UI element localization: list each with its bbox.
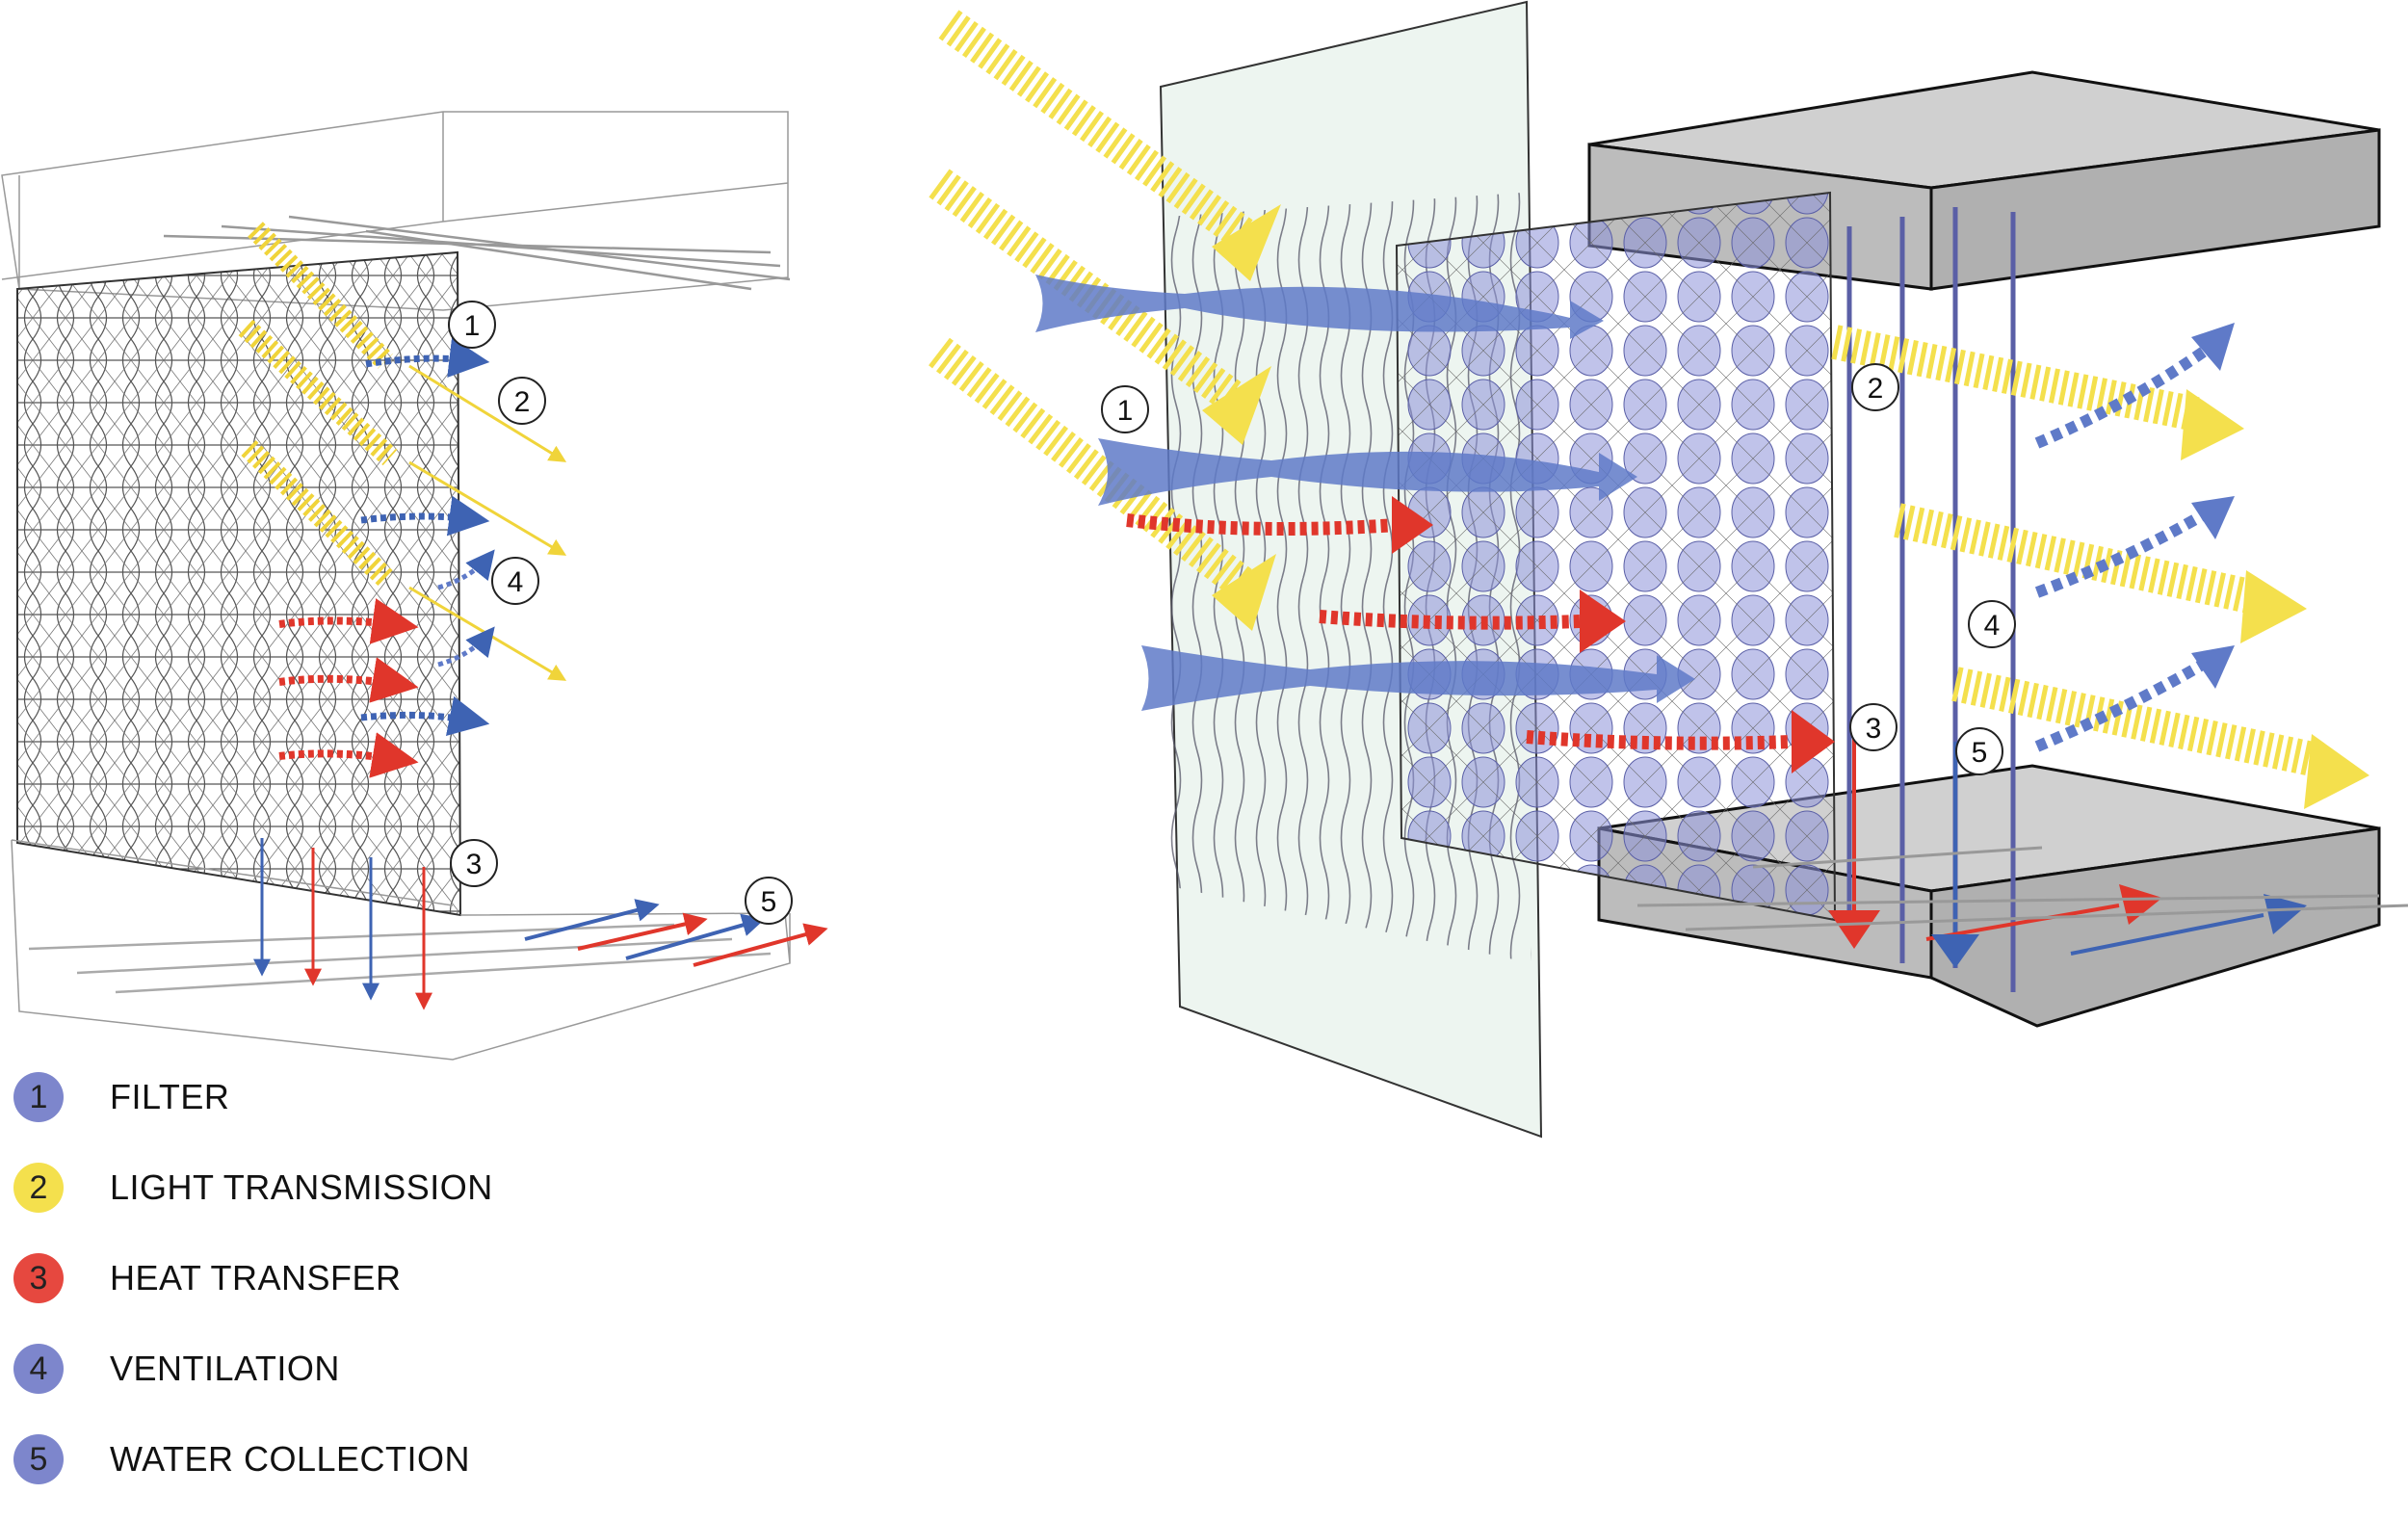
left-callout-2: 2	[498, 377, 546, 425]
legend-item-water-collection: 5 WATER COLLECTION	[13, 1429, 688, 1489]
right-callout-4: 4	[1968, 600, 2016, 648]
right-ventilation-heads	[2191, 323, 2235, 689]
water-dot-icon: 5	[13, 1434, 64, 1484]
legend-label: FILTER	[110, 1077, 230, 1116]
svg-text:3: 3	[466, 849, 483, 880]
right-model: 1 2 3 4 5	[929, 0, 2408, 1139]
right-light-heads-out	[2181, 389, 2369, 809]
svg-text:3: 3	[1866, 713, 1882, 745]
heat-dot-icon: 3	[13, 1253, 64, 1303]
left-callout-4: 4	[491, 557, 539, 605]
svg-text:1: 1	[1117, 395, 1134, 427]
legend-label: HEAT TRANSFER	[110, 1258, 402, 1297]
left-top-box	[1, 111, 789, 311]
left-collector-arrows	[524, 899, 828, 967]
right-callout-5: 5	[1955, 727, 2003, 775]
svg-text:2: 2	[514, 386, 531, 418]
left-water-lines	[253, 838, 432, 1010]
right-callout-3: 3	[1849, 703, 1898, 751]
left-light-arrows	[238, 222, 398, 586]
legend-label: LIGHT TRANSMISSION	[110, 1167, 493, 1207]
right-water-lines	[1852, 732, 2264, 958]
right-light-bands-out	[1831, 325, 2325, 778]
right-water-heads	[1828, 884, 2307, 968]
right-light-heads-in	[1202, 204, 1281, 631]
right-filter-flows	[1035, 275, 1695, 711]
legend-label: VENTILATION	[110, 1349, 340, 1388]
legend-item-ventilation: 4 VENTILATION	[13, 1339, 688, 1399]
right-light-bands-in	[929, 10, 1263, 602]
ventilation-dot-icon: 4	[13, 1344, 64, 1394]
svg-text:4: 4	[508, 566, 524, 598]
left-callout-3: 3	[450, 839, 498, 887]
svg-text:4: 4	[1984, 610, 2001, 642]
left-mesh-panel	[16, 250, 462, 917]
right-callout-2: 2	[1851, 363, 1899, 411]
left-top-rods	[163, 215, 791, 291]
left-heat-arrows	[278, 598, 419, 778]
svg-text:2: 2	[1868, 373, 1884, 405]
filter-dot-icon: 1	[13, 1072, 64, 1122]
svg-text:5: 5	[761, 886, 777, 918]
legend: 1 FILTER 2 LIGHT TRANSMISSION 3 HEAT TRA…	[13, 1067, 688, 1520]
svg-text:5: 5	[1972, 737, 1988, 769]
left-filter-arrows	[360, 337, 490, 737]
left-bottom-rods	[28, 923, 772, 994]
legend-label: WATER COLLECTION	[110, 1439, 471, 1479]
svg-text:1: 1	[464, 310, 481, 342]
right-heat-flows	[1126, 513, 1793, 750]
legend-item-filter: 1 FILTER	[13, 1067, 688, 1127]
right-callout-1: 1	[1101, 385, 1149, 433]
left-callout-1: 1	[448, 301, 496, 349]
legend-item-light-transmission: 2 LIGHT TRANSMISSION	[13, 1158, 688, 1218]
legend-item-heat-transfer: 3 HEAT TRANSFER	[13, 1248, 688, 1308]
right-bottom-rods	[1636, 846, 2408, 931]
left-model: 1 2 3 4 5	[1, 111, 828, 1061]
right-ventilation-flows	[2034, 342, 2214, 752]
left-callout-5: 5	[745, 877, 793, 925]
light-dot-icon: 2	[13, 1163, 64, 1213]
right-heat-heads	[1392, 496, 1835, 773]
